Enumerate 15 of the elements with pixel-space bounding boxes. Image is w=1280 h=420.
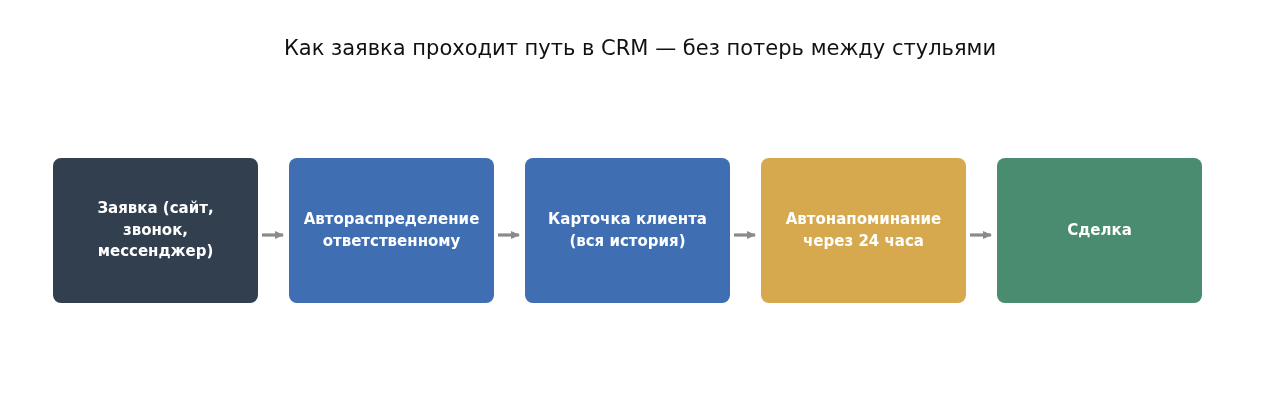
process-box [289,158,494,303]
diagram-title: Как заявка проходит путь в CRM — без потерь между стульями [282,36,998,60]
box-label: Карточка клиента (вся история) [547,208,708,252]
process-box [525,158,730,303]
arrow [734,230,756,240]
box-label: Заявка (сайт, звонок, мессенджер) [96,197,215,263]
arrow [498,230,520,240]
arrow [262,230,284,240]
process-box [53,158,258,303]
box-label: Автонапоминание через 24 часа [784,208,943,252]
process-box [761,158,966,303]
process-box [997,158,1202,303]
arrow [970,230,992,240]
box-label: Автораспределение ответственному [302,208,481,252]
box-label: Сделка [1067,219,1132,241]
